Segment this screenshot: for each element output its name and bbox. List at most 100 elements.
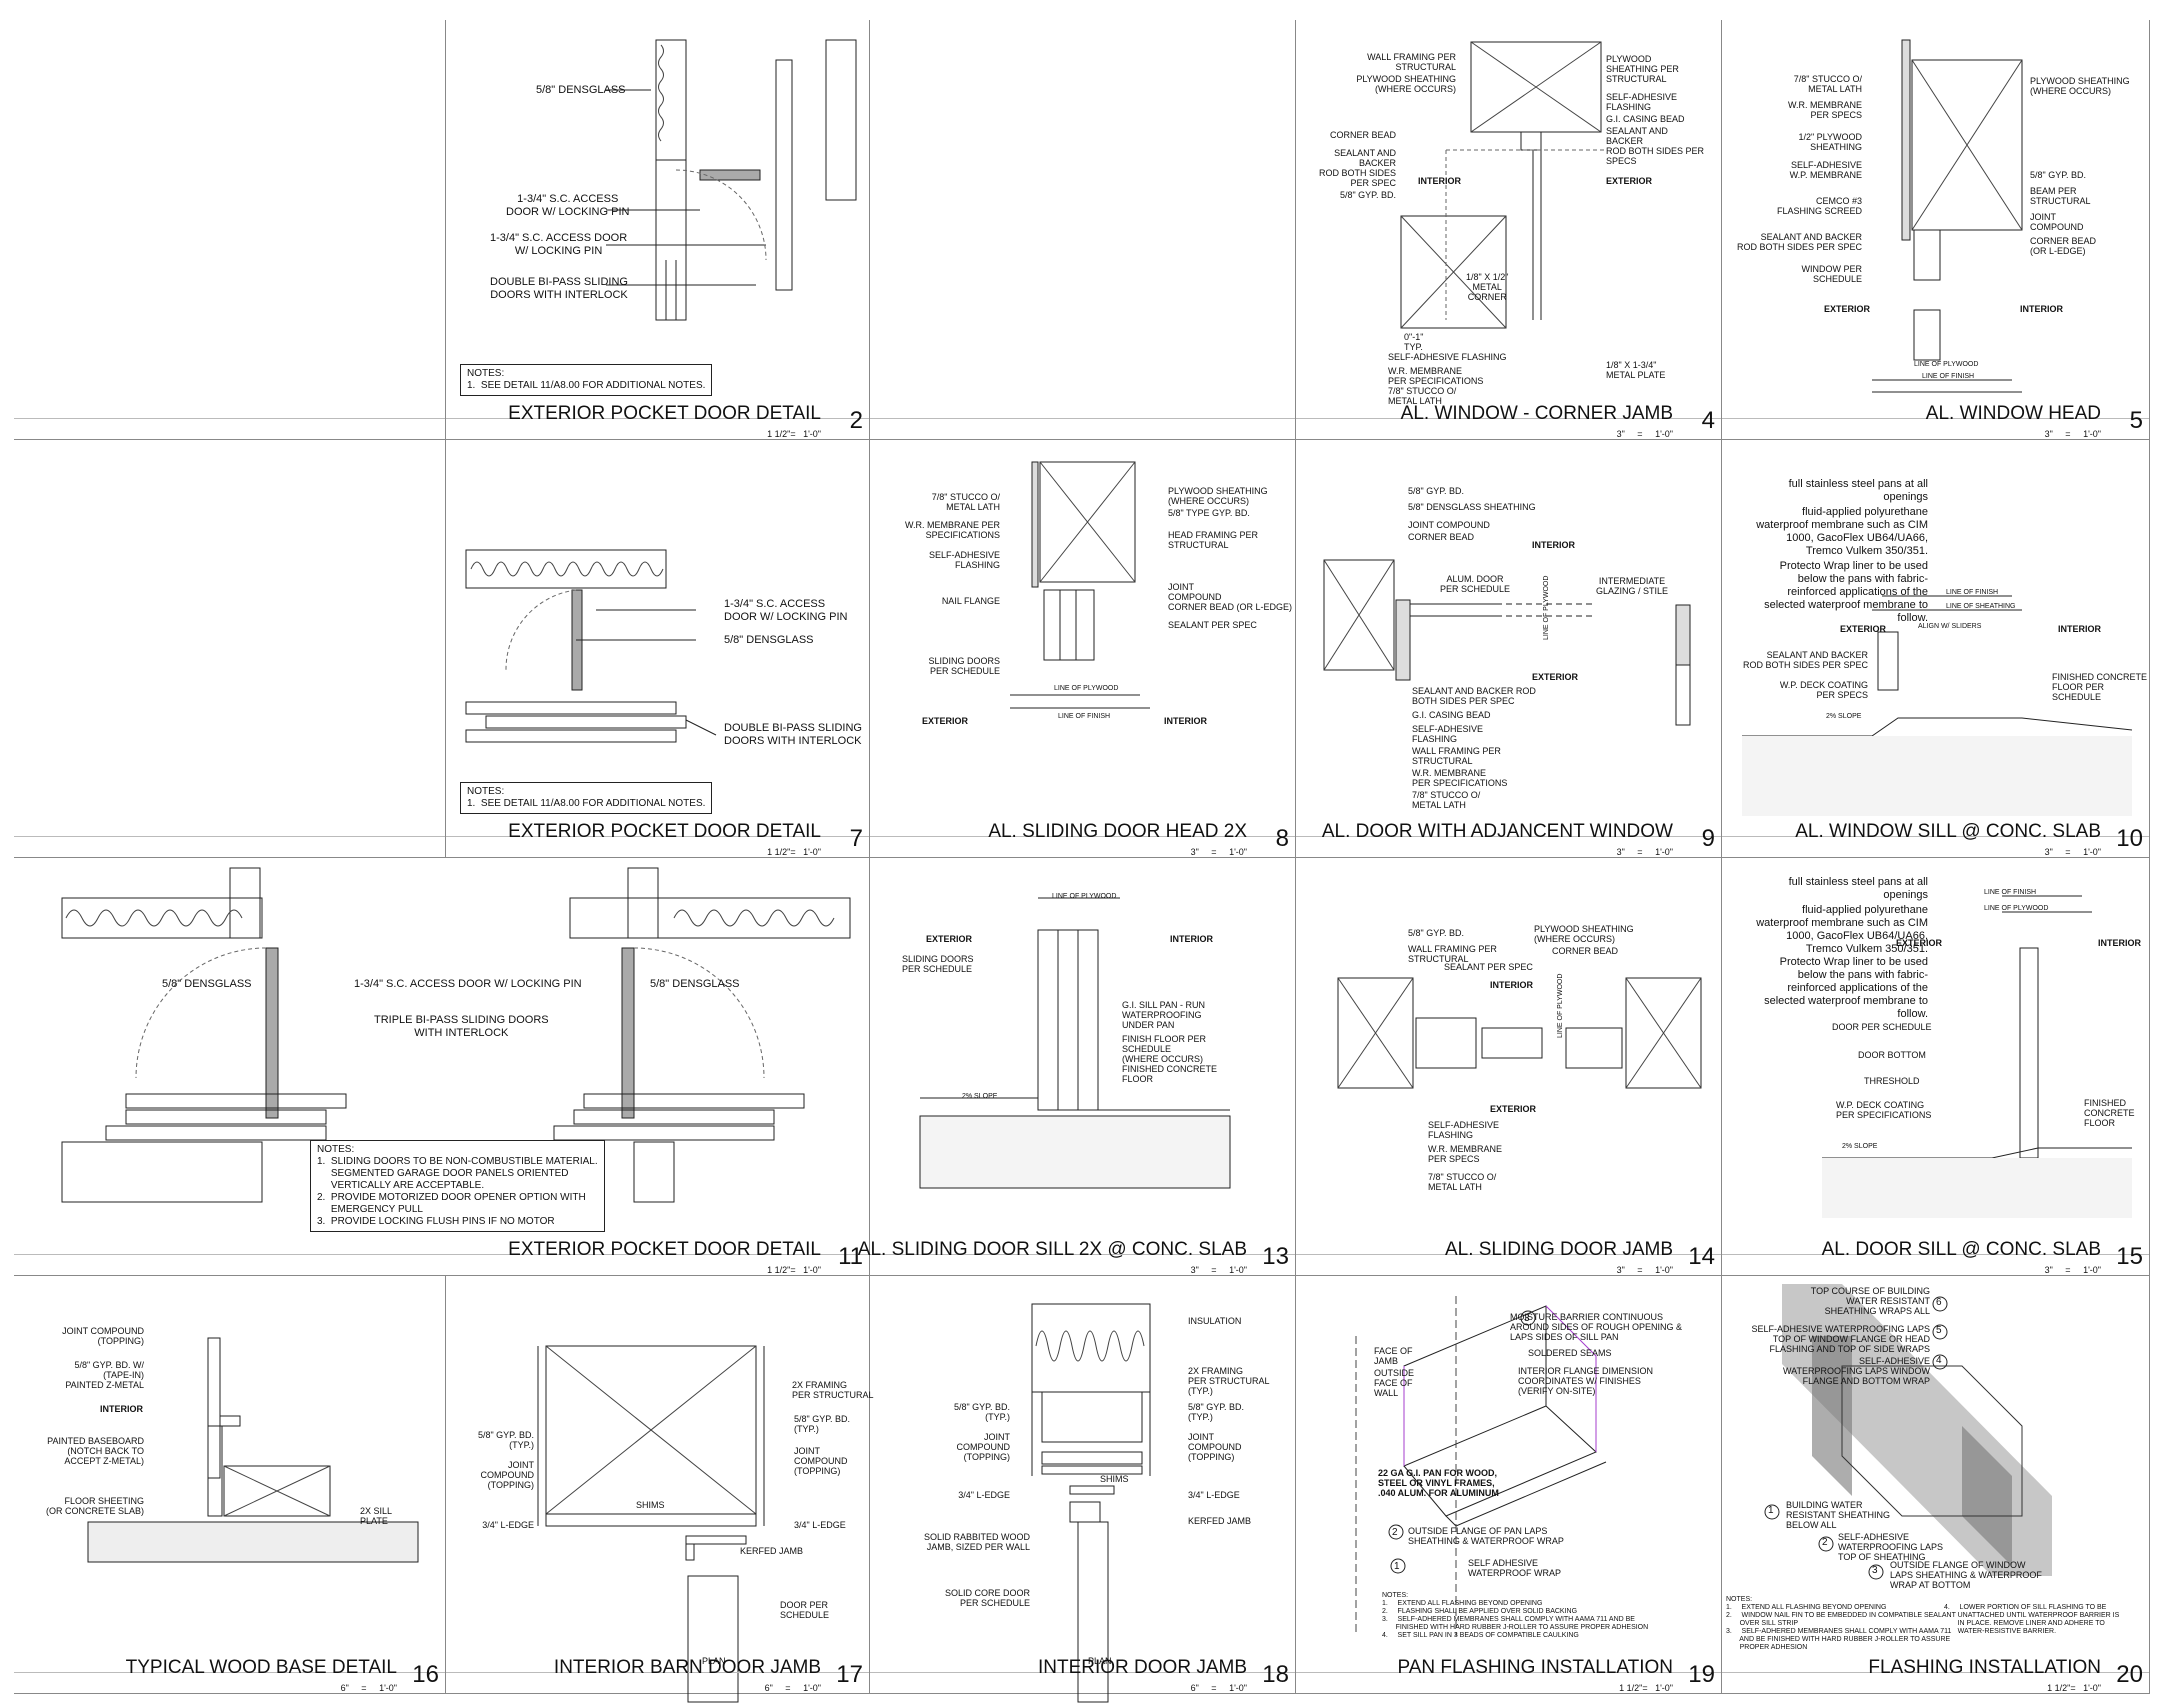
label-moisture: MOISTURE BARRIER CONTINUOUS AROUND SIDES… bbox=[1510, 1312, 1683, 1342]
label-exterior: EXTERIOR bbox=[1824, 304, 1871, 314]
label-wall-framing: WALL FRAMING PER STRUCTURAL bbox=[1412, 746, 1501, 766]
barn-door-jamb-drawing bbox=[537, 1345, 765, 1703]
notes-left: NOTES: 1. EXTEND ALL FLASHING BEYOND OPE… bbox=[1726, 1596, 1956, 1651]
label-rabbited: SOLID RABBITED WOOD JAMB, SIZED PER WALL bbox=[923, 1532, 1030, 1552]
label-densglass-left: 5/8" DENSGLASS bbox=[162, 978, 252, 990]
detail-cell-15: full stainless steel pans at all opening… bbox=[1722, 858, 2150, 1276]
detail-cell-16: JOINT COMPOUND (TOPPING) 5/8" GYP. BD. W… bbox=[14, 1276, 446, 1694]
label-framing: 2X FRAMING PER STRUCTURAL bbox=[792, 1380, 874, 1400]
detail-scale: 3" = 1'-0" bbox=[2044, 1265, 2101, 1275]
label-interior: INTERIOR bbox=[1170, 934, 1214, 944]
label-access: 1-3/4" S.C. ACCESS DOOR W/ LOCKING PIN bbox=[724, 598, 848, 623]
label-deck: W.P. DECK COATING PER SPECIFICATIONS bbox=[1836, 1100, 1932, 1120]
flashing-installation-drawing bbox=[1764, 1284, 2052, 1580]
label-kerfed: KERFED JAMB bbox=[1188, 1516, 1252, 1526]
label-self-adhesive: SELF-ADHESIVE FLASHING bbox=[1606, 92, 1678, 112]
label-corner: CORNER BEAD (OR L-EDGE) bbox=[1168, 602, 1293, 612]
callout-1: 1 bbox=[1768, 1505, 1774, 1516]
detail-number: 18 bbox=[1262, 1661, 1289, 1688]
detail-cell-3 bbox=[870, 20, 1296, 440]
label-sliding: SLIDING DOORS PER SCHEDULE bbox=[928, 656, 1000, 676]
label-wall-framing: WALL FRAMING PER STRUCTURAL bbox=[1367, 52, 1456, 72]
detail-title: FLASHING INSTALLATION bbox=[1868, 1657, 2101, 1678]
label-self-adhesive: SELF-ADHESIVE FLASHING bbox=[928, 550, 1000, 570]
label-framing: 2X FRAMING PER STRUCTURAL (TYP.) bbox=[1188, 1366, 1270, 1396]
label-wall-framing: WALL FRAMING PER STRUCTURAL bbox=[1408, 944, 1497, 964]
title-rule bbox=[870, 1254, 1295, 1255]
label-exterior: EXTERIOR bbox=[1532, 672, 1579, 682]
window-head-drawing bbox=[1872, 39, 2023, 393]
detail-number: 14 bbox=[1688, 1243, 1715, 1270]
label-self-adhesive-4: SELF-ADHESIVE WATERPROOFING LAPS WINDOW … bbox=[1782, 1356, 1930, 1386]
detail-cell-4: WALL FRAMING PER STRUCTURAL PLYWOOD SHEA… bbox=[1296, 20, 1722, 440]
title-rule bbox=[446, 1672, 869, 1673]
note-membrane: fluid-applied polyurethane waterproof me… bbox=[1756, 904, 1928, 955]
label-self-adhesive: SELF-ADHESIVE FLASHING bbox=[1412, 724, 1484, 744]
detail-number: 4 bbox=[1701, 407, 1715, 434]
label-face-jamb: FACE OF JAMB bbox=[1374, 1346, 1413, 1366]
label-stucco: 7/8" STUCCO O/ METAL LATH bbox=[1428, 1172, 1497, 1192]
label-sealant: SEALANT AND BACKER ROD BOTH SIDES PER SP… bbox=[1742, 650, 1868, 670]
label-align: ALIGN W/ SLIDERS bbox=[1918, 623, 1982, 630]
callout-5: 5 bbox=[1936, 1325, 1942, 1336]
detail-cell-20: TOP COURSE OF BUILDING WATER RESISTANT S… bbox=[1722, 1276, 2150, 1694]
label-access-door-2: 1-3/4" S.C. ACCESS DOOR W/ LOCKING PIN bbox=[490, 232, 628, 257]
label-sealant-left: SEALANT AND BACKER ROD BOTH SIDES PER SP… bbox=[1318, 148, 1396, 188]
label-triple-bipass: TRIPLE BI-PASS SLIDING DOORS WITH INTERL… bbox=[374, 1014, 549, 1039]
sliding-door-jamb-drawing bbox=[1337, 977, 1702, 1089]
detail-scale: 1 1/2"= 1'-0" bbox=[767, 429, 821, 439]
label-sealant: SEALANT PER SPEC bbox=[1168, 620, 1257, 630]
label-wr-membrane: W.R. MEMBRANE PER SPECIFICATIONS bbox=[1388, 366, 1484, 386]
label-pan: 22 GA G.I. PAN FOR WOOD, STEEL OR VINYL … bbox=[1378, 1468, 1499, 1498]
title-rule bbox=[14, 1672, 445, 1673]
title-rule bbox=[870, 418, 1295, 419]
label-gyp: 5/8" GYP. BD. W/ (TAPE-IN) PAINTED Z-MET… bbox=[65, 1360, 144, 1390]
notes-box: NOTES: 1. SEE DETAIL 11/A8.00 FOR ADDITI… bbox=[460, 782, 713, 814]
detail-scale: 3" = 1'-0" bbox=[2044, 847, 2101, 857]
sliding-door-sill-drawing bbox=[919, 897, 1231, 1189]
detail-title: EXTERIOR POCKET DOOR DETAIL bbox=[508, 403, 821, 424]
label-plywood-half: 1/2" PLYWOOD SHEATHING bbox=[1798, 132, 1862, 152]
label-gyp: 5/8" GYP. BD. bbox=[1408, 928, 1465, 938]
label-corner-bead: CORNER BEAD bbox=[1329, 130, 1396, 140]
notes-box: NOTES: 1. SEE DETAIL 11/A8.00 FOR ADDITI… bbox=[460, 364, 713, 396]
detail-cell-18: INSULATION 2X FRAMING PER STRUCTURAL (TY… bbox=[870, 1276, 1296, 1703]
label-exterior: EXTERIOR bbox=[1490, 1104, 1537, 1114]
title-rule bbox=[446, 418, 869, 419]
label-plan: PLAN bbox=[702, 1656, 726, 1666]
label-line-plywood: LINE OF PLYWOOD bbox=[1914, 361, 1979, 368]
label-interior: INTERIOR bbox=[1532, 540, 1576, 550]
label-shims: SHIMS bbox=[1100, 1474, 1129, 1484]
label-beam: BEAM PER STRUCTURAL bbox=[2030, 186, 2091, 206]
label-self-adhesive: SELF ADHESIVE WATERPROOF WRAP bbox=[1468, 1558, 1561, 1578]
title-rule bbox=[1722, 418, 2149, 419]
detail-number: 20 bbox=[2116, 1661, 2143, 1688]
detail-scale: 3" = 1'-0" bbox=[1190, 847, 1247, 857]
label-sealant: SEALANT AND BACKER ROD BOTH SIDES PER SP… bbox=[1412, 686, 1536, 706]
label-wr: W.R. MEMBRANE PER SPECS bbox=[1428, 1144, 1503, 1164]
interior-door-jamb-drawing bbox=[1031, 1303, 1151, 1703]
detail-cell-9: 5/8" GYP. BD. 5/8" DENSGLASS SHEATHING J… bbox=[1296, 440, 1722, 858]
label-joint: JOINT COMPOUND (TOPPING) bbox=[62, 1326, 144, 1346]
label-interior: INTERIOR bbox=[1164, 716, 1208, 726]
label-sill-plate: 2X SILL PLATE bbox=[360, 1506, 393, 1526]
label-joint-right: JOINT COMPOUND (TOPPING) bbox=[794, 1446, 848, 1476]
label-door-bottom: DOOR BOTTOM bbox=[1858, 1050, 1926, 1060]
label-densglass: 5/8" DENSGLASS SHEATHING bbox=[1408, 502, 1536, 512]
label-plywood: PLYWOOD SHEATHING (WHERE OCCURS) bbox=[1534, 924, 1634, 944]
callout-1: 1 bbox=[1394, 1561, 1400, 1572]
label-slope: 2% SLOPE bbox=[1826, 713, 1862, 720]
label-gyp: 5/8" TYPE GYP. BD. bbox=[1168, 508, 1250, 518]
detail-title: AL. DOOR SILL @ CONC. SLAB bbox=[1821, 1239, 2101, 1260]
detail-cell-8: 7/8" STUCCO O/ METAL LATH W.R. MEMBRANE … bbox=[870, 440, 1296, 858]
detail-number: 17 bbox=[836, 1661, 863, 1688]
label-kerfed: KERFED JAMB bbox=[740, 1546, 804, 1556]
label-top-course: TOP COURSE OF BUILDING WATER RESISTANT S… bbox=[1810, 1286, 1930, 1316]
detail-cell-13: LINE OF PLYWOOD EXTERIOR INTERIOR SLIDIN… bbox=[858, 858, 1296, 1276]
label-door: DOOR PER SCHEDULE bbox=[1832, 1022, 1932, 1032]
label-line-plywood: LINE OF PLYWOOD bbox=[1557, 973, 1564, 1038]
detail-title: PAN FLASHING INSTALLATION bbox=[1397, 1657, 1673, 1678]
label-outside-face: OUTSIDE FACE OF WALL bbox=[1374, 1368, 1415, 1398]
label-interior: INTERIOR bbox=[2020, 304, 2064, 314]
detail-cell-10: full stainless steel pans at all opening… bbox=[1722, 440, 2150, 858]
